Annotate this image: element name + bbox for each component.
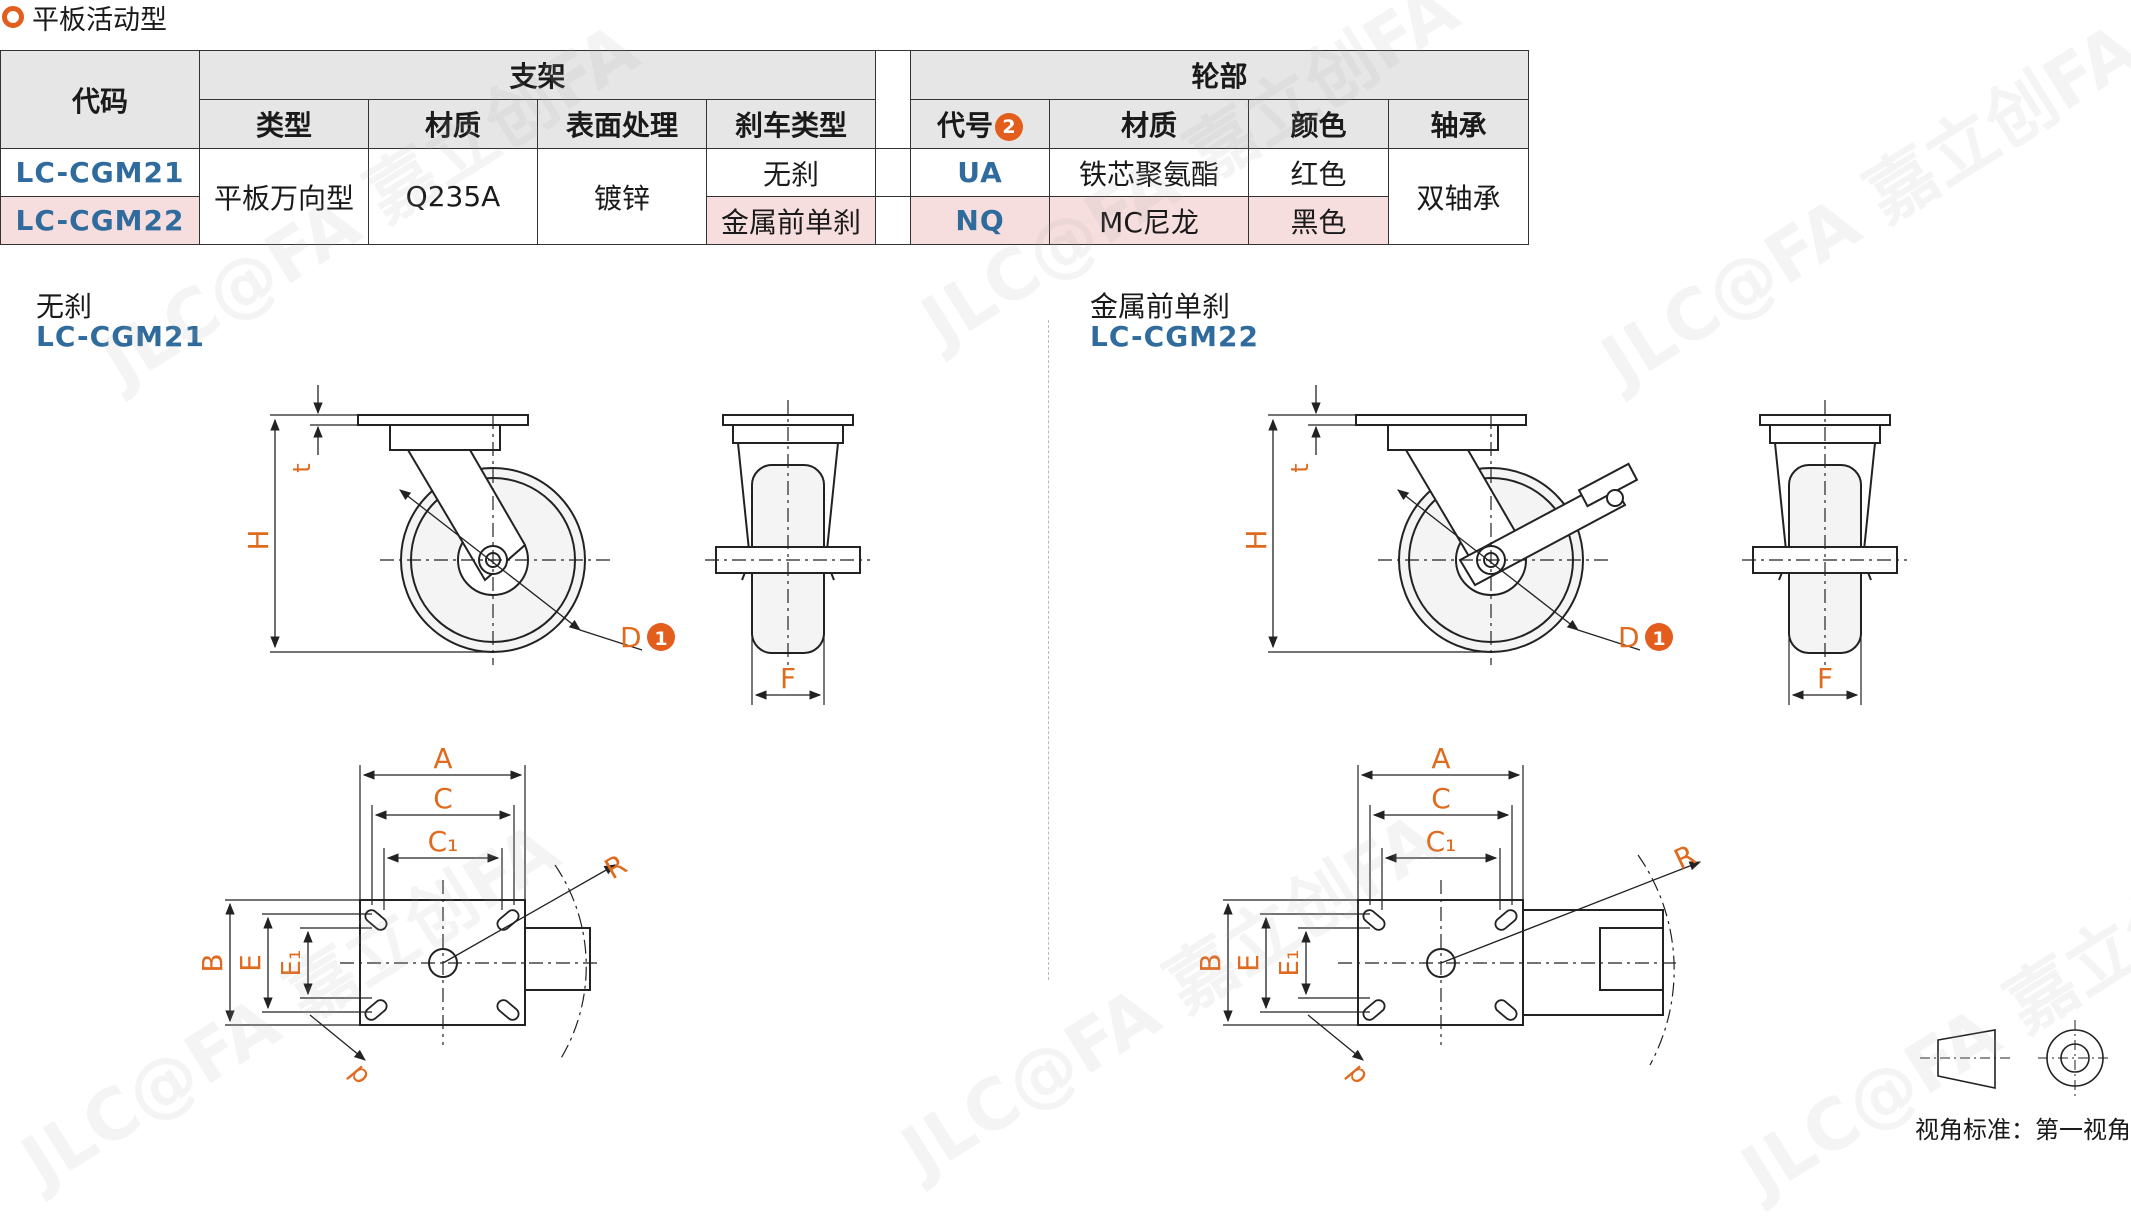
wheel-code-cell: UA xyxy=(910,148,1051,197)
projection-standard-label: 视角标准：第一视角 xyxy=(1915,1116,2131,1144)
dim-d-label: d xyxy=(1340,1059,1374,1091)
left-brake-caption: 无刹 xyxy=(36,290,93,323)
dim-t-label: t xyxy=(288,463,316,472)
product-code-cell[interactable]: LC-CGM22 xyxy=(0,196,200,245)
right-product-code: LC-CGM22 xyxy=(1090,320,1260,353)
header-bracket-type: 类型 xyxy=(199,99,369,149)
note-badge-2: 2 xyxy=(995,113,1024,141)
brake-cell: 金属前单刹 xyxy=(705,196,877,245)
header-surface: 表面处理 xyxy=(537,99,707,149)
dim-F-label: F xyxy=(780,662,796,695)
dim-C1-label: C₁ xyxy=(1426,825,1457,858)
brake-cell: 无刹 xyxy=(705,148,877,197)
left-top-view xyxy=(225,765,617,1061)
dim-C-label: C xyxy=(1431,782,1451,815)
section-divider xyxy=(1048,320,1049,980)
technical-drawings: H t D 1 F xyxy=(196,385,2112,1096)
product-code-cell[interactable]: LC-CGM21 xyxy=(0,148,200,197)
header-bracket-group: 支架 xyxy=(198,50,877,100)
dim-d-label: d xyxy=(342,1059,376,1091)
dim-A-label: A xyxy=(1431,742,1450,775)
circle-bullet-icon xyxy=(2,6,24,28)
header-wheel-material: 材质 xyxy=(1049,99,1250,149)
dim-E-label: E xyxy=(1232,954,1265,972)
dim-R-label: R xyxy=(599,848,632,886)
note-badge-1 xyxy=(647,623,675,651)
header-color: 颜色 xyxy=(1248,99,1390,149)
bracket-material-cell: Q235A xyxy=(368,148,538,245)
page-title: 平板活动型 xyxy=(32,4,167,36)
left-side-view xyxy=(270,385,643,665)
wheel-code-cell: NQ xyxy=(910,196,1051,245)
dim-R-label: R xyxy=(1669,838,1701,876)
wheel-material-cell: MC尼龙 xyxy=(1049,196,1250,245)
right-front-view xyxy=(1742,400,1907,705)
dim-A-label: A xyxy=(433,742,452,775)
table-row: LC-CGM22 金属前单刹 NQ MC尼龙 黑色 xyxy=(0,196,1529,245)
dim-t-label: t xyxy=(1286,463,1314,472)
right-top-view xyxy=(1223,765,1702,1066)
left-product-code: LC-CGM21 xyxy=(36,320,206,353)
header-brake: 刹车类型 xyxy=(705,99,877,149)
gap-cell xyxy=(875,196,912,245)
header-code: 代码 xyxy=(0,50,200,149)
right-brake-caption: 金属前单刹 xyxy=(1090,290,1231,323)
section-header: 平板活动型 xyxy=(0,0,167,36)
bearing-cell: 双轴承 xyxy=(1388,148,1530,245)
note-badge-1 xyxy=(1645,623,1673,651)
dim-B-label: B xyxy=(196,953,229,972)
first-angle-projection-icon xyxy=(1920,1020,2112,1096)
dim-H-label: H xyxy=(242,529,275,550)
dim-C1-label: C₁ xyxy=(428,825,459,858)
dim-F-label: F xyxy=(1817,662,1833,695)
dim-E-label: E xyxy=(234,954,267,972)
note-badge-1-number: 1 xyxy=(1652,628,1665,650)
dim-B-label: B xyxy=(1194,953,1227,972)
header-bracket-material: 材质 xyxy=(368,99,538,149)
header-wheel-group: 轮部 xyxy=(910,50,1530,100)
dim-C-label: C xyxy=(433,782,453,815)
right-side-view xyxy=(1268,385,1641,665)
dim-D-label: D xyxy=(620,621,642,654)
dim-E1-label: E₁ xyxy=(277,950,307,977)
table-row: LC-CGM21 平板万向型 Q235A 镀锌 无刹 UA 铁芯聚氨酯 红色 双… xyxy=(0,148,1530,245)
left-front-view xyxy=(705,400,870,705)
color-cell: 黑色 xyxy=(1248,196,1390,245)
gap-cell xyxy=(875,148,912,197)
dim-D-label: D xyxy=(1618,621,1640,654)
note-badge-1-number: 1 xyxy=(654,628,667,650)
color-cell: 红色 xyxy=(1248,148,1390,197)
dim-H-label: H xyxy=(1240,529,1273,550)
dim-E1-label: E₁ xyxy=(1275,950,1305,977)
